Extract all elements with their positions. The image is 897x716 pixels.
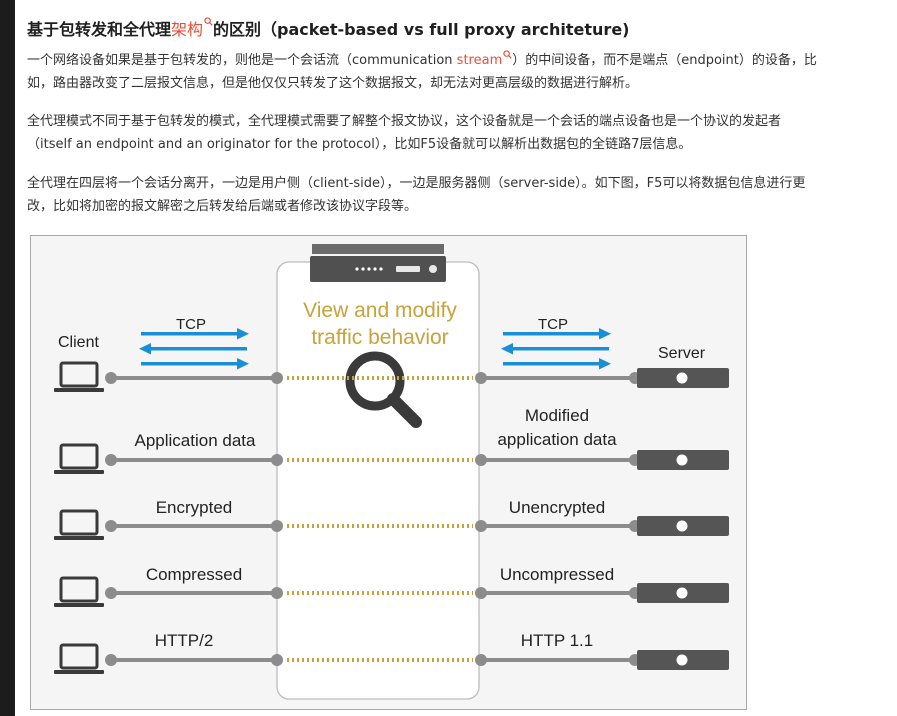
p1-text-b: ）的中间设备，而不是端点（endpoint）的设备，比 [512, 53, 817, 68]
laptop-base [54, 603, 104, 607]
laptop-base [54, 670, 104, 674]
diagram-canvas: View and modify traffic behavior Client … [54, 244, 729, 700]
client-label: Client [58, 334, 99, 351]
row-label-http2: HTTP/2 [155, 631, 214, 650]
server-light [676, 654, 688, 666]
laptop-icon [54, 509, 104, 540]
connection-row-1 [54, 361, 729, 392]
proxy-diagram: View and modify traffic behavior Client … [30, 235, 747, 710]
row-label-modified-application-data: application data [497, 430, 617, 449]
laptop-screen [59, 443, 99, 470]
tcp-right-arrows [501, 328, 611, 370]
proxy-appliance-icon [310, 244, 446, 282]
search-icon[interactable] [204, 17, 213, 26]
connection-rows [54, 361, 729, 674]
proxy-left-dot [271, 587, 283, 599]
row-label-compressed: Compressed [146, 565, 242, 584]
laptop-base [54, 536, 104, 540]
row-label-application-data: Application data [135, 431, 257, 450]
stream-keyword-link[interactable]: stream [456, 53, 503, 68]
center-title-line2: traffic behavior [311, 326, 448, 349]
paragraph-1: 一个网络设备如果是基于包转发的，则他是一个会话流（communication s… [27, 49, 887, 95]
laptop-base [54, 470, 104, 474]
row-label-modified: Modified [525, 406, 589, 425]
page-left-bar [0, 0, 15, 716]
client-end-dot [105, 654, 117, 666]
proxy-left-dot [271, 654, 283, 666]
p1-text-a: 一个网络设备如果是基于包转发的，则他是一个会话流（communication [27, 53, 457, 68]
laptop-icon [54, 443, 104, 474]
laptop-screen [59, 643, 99, 670]
row-label-http11: HTTP 1.1 [521, 631, 593, 650]
laptop-screen [59, 576, 99, 603]
row-label-encrypted: Encrypted [156, 498, 233, 517]
proxy-right-dot [475, 454, 487, 466]
server-label: Server [658, 345, 706, 362]
paragraph-2: 全代理模式不同于基于包转发的模式，全代理模式需要了解整个报文协议，这个设备就是一… [27, 110, 887, 156]
title-suffix: 的区别（packet-based vs full proxy architetu… [213, 20, 630, 39]
server-light [676, 372, 688, 384]
laptop-icon [54, 361, 104, 392]
search-icon[interactable] [503, 50, 512, 59]
row-label-uncompressed: Uncompressed [500, 565, 614, 584]
server-icon [637, 583, 729, 603]
row-label-unencrypted: Unencrypted [509, 498, 605, 517]
magnifier-icon [345, 351, 422, 428]
client-end-dot [105, 372, 117, 384]
server-icon [637, 450, 729, 470]
laptop-screen [59, 361, 99, 388]
title-prefix: 基于包转发和全代理 [27, 20, 172, 39]
client-end-dot [105, 587, 117, 599]
server-light [676, 454, 688, 466]
server-light [676, 587, 688, 599]
article-title: 基于包转发和全代理架构的区别（packet-based vs full prox… [27, 16, 629, 40]
proxy-right-dot [475, 372, 487, 384]
server-icon [637, 650, 729, 670]
connection-row-4 [54, 576, 729, 607]
paragraph-3: 全代理在四层将一个会话分离开，一边是用户侧（client-side），一边是服务… [27, 172, 887, 218]
proxy-left-dot [271, 454, 283, 466]
p2-text-a: 全代理模式不同于基于包转发的模式，全代理模式需要了解整个报文协议，这个设备就是一… [27, 114, 782, 129]
center-title-line1: View and modify [303, 299, 457, 322]
laptop-icon [54, 643, 104, 674]
client-end-dot [105, 454, 117, 466]
p1-text-c: 如，路由器改变了二层报文信息，但是他仅仅只转发了这个数据报文，却无法对更高层级的… [27, 76, 639, 91]
p3-text-a: 全代理在四层将一个会话分离开，一边是用户侧（client-side），一边是服务… [27, 176, 806, 191]
laptop-base [54, 388, 104, 392]
connection-row-2 [54, 443, 729, 474]
proxy-left-dot [271, 520, 283, 532]
server-icon [637, 516, 729, 536]
laptop-icon [54, 576, 104, 607]
title-keyword-link[interactable]: 架构 [171, 20, 204, 39]
laptop-screen [59, 509, 99, 536]
tcp-right-label: TCP [538, 316, 568, 333]
proxy-right-dot [475, 654, 487, 666]
connection-row-5 [54, 643, 729, 674]
tcp-left-label: TCP [176, 316, 206, 333]
client-end-dot [105, 520, 117, 532]
proxy-left-dot [271, 372, 283, 384]
proxy-right-dot [475, 587, 487, 599]
p2-text-b: （itself an endpoint and an originator fo… [27, 137, 692, 152]
connection-row-3 [54, 509, 729, 540]
p3-text-b: 改，比如将加密的报文解密之后转发给后端或者修改该协议字段等。 [27, 199, 418, 214]
proxy-right-dot [475, 520, 487, 532]
server-icon [637, 368, 729, 388]
server-light [676, 520, 688, 532]
tcp-left-arrows [139, 328, 249, 370]
